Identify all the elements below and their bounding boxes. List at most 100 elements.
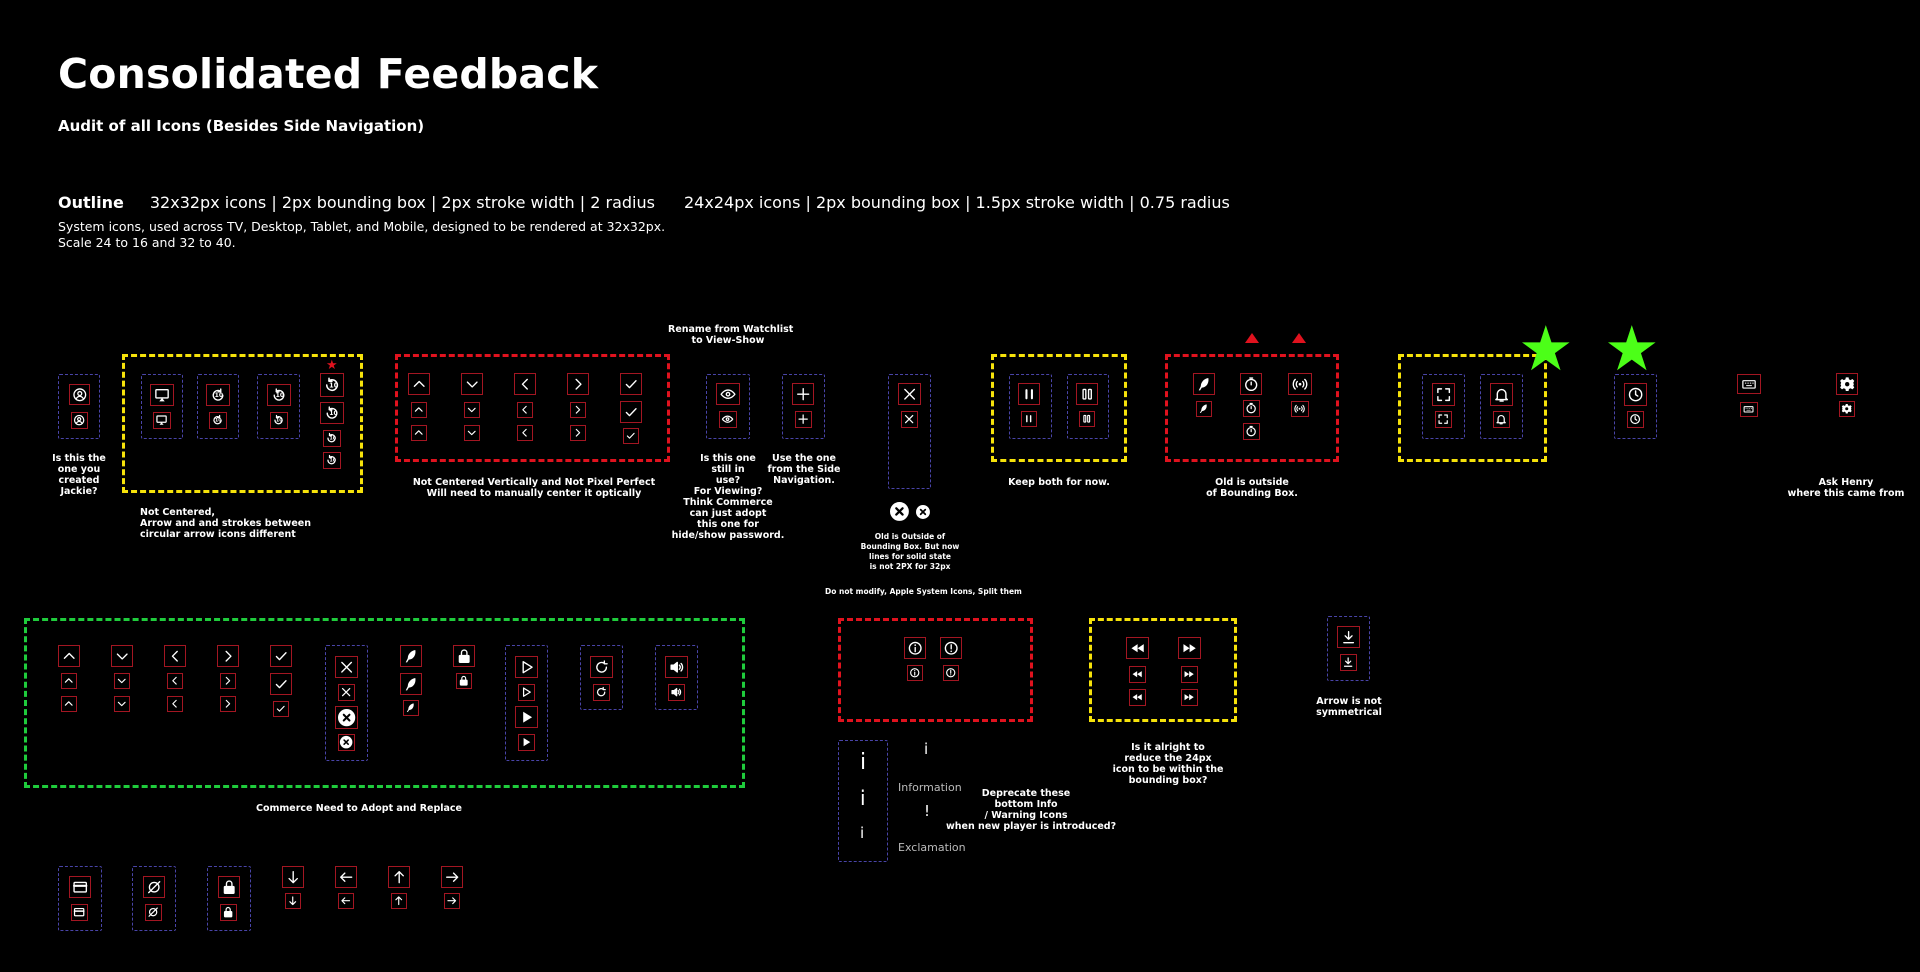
pause-icon	[1018, 383, 1040, 405]
circular-arrow-icon: 10	[320, 402, 344, 424]
gear-icon	[1836, 373, 1858, 395]
star-icon: ★	[326, 358, 338, 373]
chevron-down-icon	[464, 402, 480, 418]
bounding-box	[1422, 374, 1465, 439]
check-icon	[623, 428, 639, 444]
chevron-up-icon	[58, 645, 80, 667]
check-icon	[620, 401, 642, 423]
feather-icon	[403, 700, 419, 716]
info-glyph: i	[860, 750, 867, 775]
skip-forward-icon	[1181, 689, 1198, 706]
star-icon: ★	[1604, 312, 1660, 385]
volume-icon	[668, 684, 685, 701]
spec-24: 24x24px icons | 2px bounding box | 1.5px…	[684, 193, 1230, 212]
chevron-down-icon	[114, 673, 130, 689]
refresh-icon	[593, 684, 610, 701]
gear-icon	[1839, 401, 1855, 417]
bounding-box	[706, 374, 750, 439]
chevron-up-icon	[411, 402, 427, 418]
chevron-down-icon	[111, 645, 133, 667]
info-icon	[940, 637, 962, 659]
bounding-box	[1009, 374, 1052, 439]
bounding-box	[505, 645, 548, 761]
play-filled-icon	[515, 706, 538, 728]
plus-icon	[792, 383, 814, 405]
outline-label: Outline	[58, 193, 124, 212]
bounding-box	[207, 866, 251, 931]
spec-description: System icons, used across TV, Desktop, T…	[58, 219, 665, 251]
bounding-box	[141, 374, 183, 439]
credit-card-icon	[71, 904, 88, 921]
bounding-box	[580, 645, 623, 710]
chevron-right-icon	[570, 402, 586, 418]
chevron-left-icon	[517, 425, 533, 441]
bounding-box	[838, 740, 888, 862]
eye-icon	[719, 411, 737, 428]
arrow-up-icon	[391, 893, 407, 909]
note-commerce: Commerce Need to Adopt and Replace	[255, 803, 463, 814]
chevron-right-icon	[570, 425, 586, 441]
fullscreen-icon	[1435, 411, 1452, 428]
bounding-box	[1327, 616, 1370, 681]
rewind-10-icon: 10	[267, 384, 291, 406]
timer-icon	[1240, 373, 1262, 395]
fullscreen-icon	[1432, 383, 1455, 406]
desc-line-1: System icons, used across TV, Desktop, T…	[58, 219, 666, 234]
svg-text:10: 10	[330, 458, 336, 464]
bounding-box	[325, 645, 368, 761]
play-icon	[518, 684, 535, 701]
skip-forward-icon	[1178, 637, 1201, 659]
timer-icon	[1243, 400, 1260, 417]
chevron-left-icon	[164, 645, 186, 667]
broadcast-icon	[1288, 373, 1312, 395]
close-circle-icon	[914, 503, 931, 520]
pause-icon	[1076, 383, 1098, 405]
volume-icon	[665, 656, 688, 678]
bounding-box	[655, 645, 698, 710]
info-glyph: i	[860, 824, 865, 842]
chevron-right-icon	[567, 373, 589, 395]
check-icon	[273, 701, 289, 717]
group-skip	[1089, 618, 1237, 722]
keyboard-icon	[1737, 374, 1761, 394]
bounding-box	[58, 866, 102, 931]
exclamation-glyph: !	[924, 802, 931, 820]
pause-icon	[1021, 411, 1037, 427]
lock-icon	[453, 645, 475, 667]
bounding-box	[1614, 374, 1657, 439]
chevron-left-icon	[167, 696, 183, 712]
play-filled-icon	[518, 734, 535, 751]
feather-icon	[1193, 373, 1215, 395]
lock-icon	[220, 904, 237, 921]
download-icon	[1337, 626, 1360, 648]
eye-icon	[716, 383, 740, 405]
note-keep: Keep both for now.	[1008, 477, 1110, 488]
bounding-box	[782, 374, 825, 439]
close-icon	[335, 656, 358, 678]
arrow-left-icon	[338, 893, 354, 909]
warning-triangle-icon	[1292, 333, 1306, 343]
play-icon	[515, 656, 538, 678]
chevron-up-icon	[411, 425, 427, 441]
chevron-right-icon	[220, 696, 236, 712]
chevron-up-icon	[61, 673, 77, 689]
group-circular-arrows	[122, 354, 363, 493]
airplay-icon	[153, 412, 171, 429]
skip-back-icon	[1129, 689, 1146, 706]
bounding-box	[132, 866, 176, 931]
close-icon	[338, 684, 355, 701]
svg-text:10: 10	[330, 436, 336, 442]
note-not-centered: Not Centered,Arrow and and strokes betwe…	[140, 507, 311, 540]
lock-icon	[218, 876, 240, 898]
close-icon	[898, 383, 921, 405]
skip-back-icon	[1126, 637, 1149, 659]
info-glyph: i	[924, 740, 929, 758]
